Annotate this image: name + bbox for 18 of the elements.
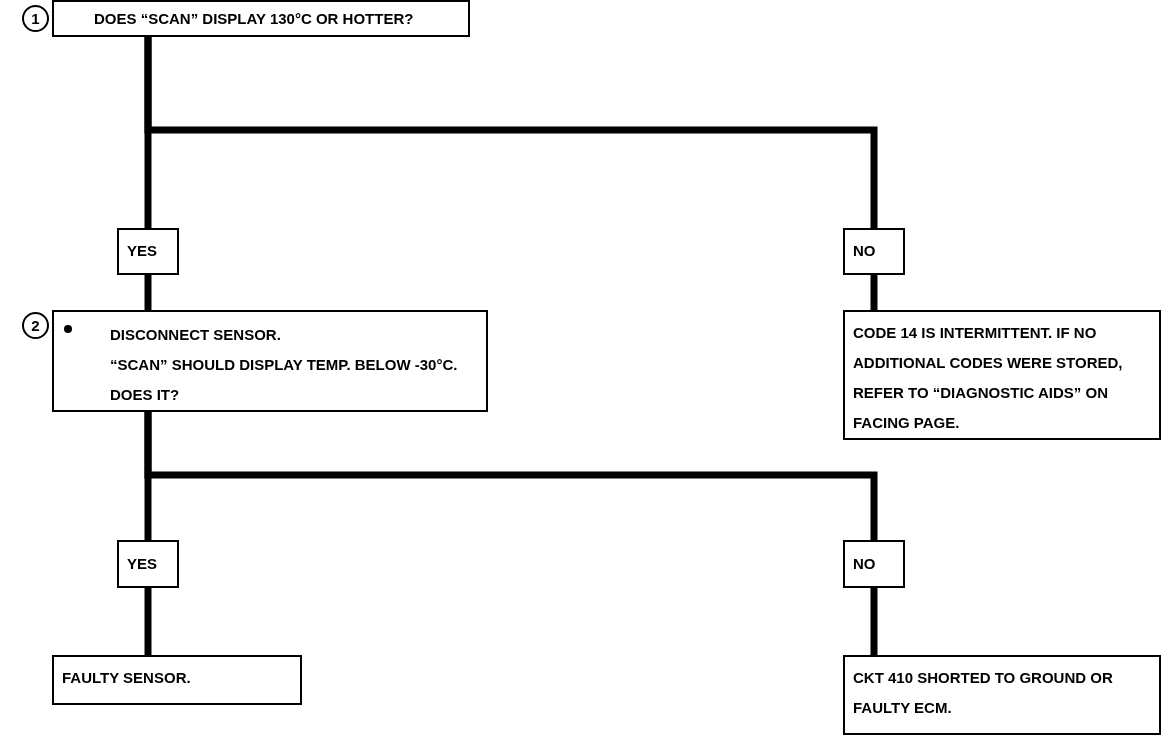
question-text: “SCAN” SHOULD DISPLAY TEMP. BELOW -30°C. DOES IT? [110,355,459,405]
step-number: 2 [22,312,49,339]
answer-box: YES [117,228,179,275]
connector-line [870,588,878,655]
connector-line [870,275,878,310]
connector-line [144,588,152,655]
question-text: DOES “SCAN” DISPLAY 130°C OR HOTTER? [94,8,415,29]
result-text: CODE 14 IS INTERMITTENT. IF NO ADDITIONAL CODES WERE STORED, REFER TO “DIAGNOSTIC AIDS” ON FACING PAGE. [853,323,1124,433]
answer-box: YES [117,540,179,588]
connector-line [144,410,878,540]
connector-line [144,37,878,228]
step-number: 1 [22,5,49,32]
result-text: CKT 410 SHORTED TO GROUND OR FAULTY ECM. [853,668,1114,718]
question-text: DISCONNECT SENSOR. [110,325,282,345]
result-text: FAULTY SENSOR. [62,668,192,688]
answer-box: NO [843,228,905,275]
connector-line [144,275,152,310]
answer-box: NO [843,540,905,588]
